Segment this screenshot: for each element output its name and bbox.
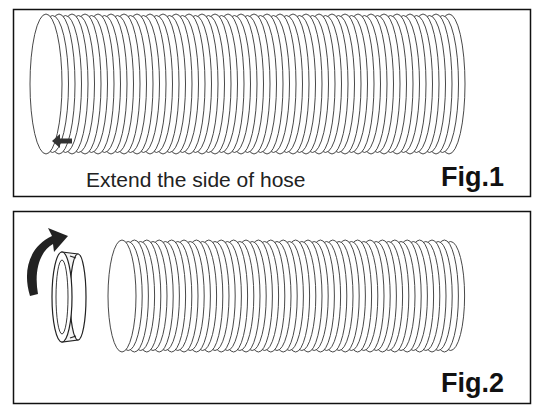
hose (108, 240, 465, 352)
instruction-text: Extend the side of hose (86, 169, 306, 190)
hose (30, 14, 465, 154)
figure-label: Fig.1 (441, 164, 504, 191)
hose-rib (108, 240, 136, 352)
direction-arrow (52, 134, 72, 148)
figure-label: Fig.2 (441, 370, 504, 397)
panel-frame (14, 10, 531, 197)
rotate-arrow (27, 228, 68, 296)
hose-cap (52, 252, 86, 342)
hose-rib (30, 14, 62, 154)
panel-frame (14, 212, 531, 404)
